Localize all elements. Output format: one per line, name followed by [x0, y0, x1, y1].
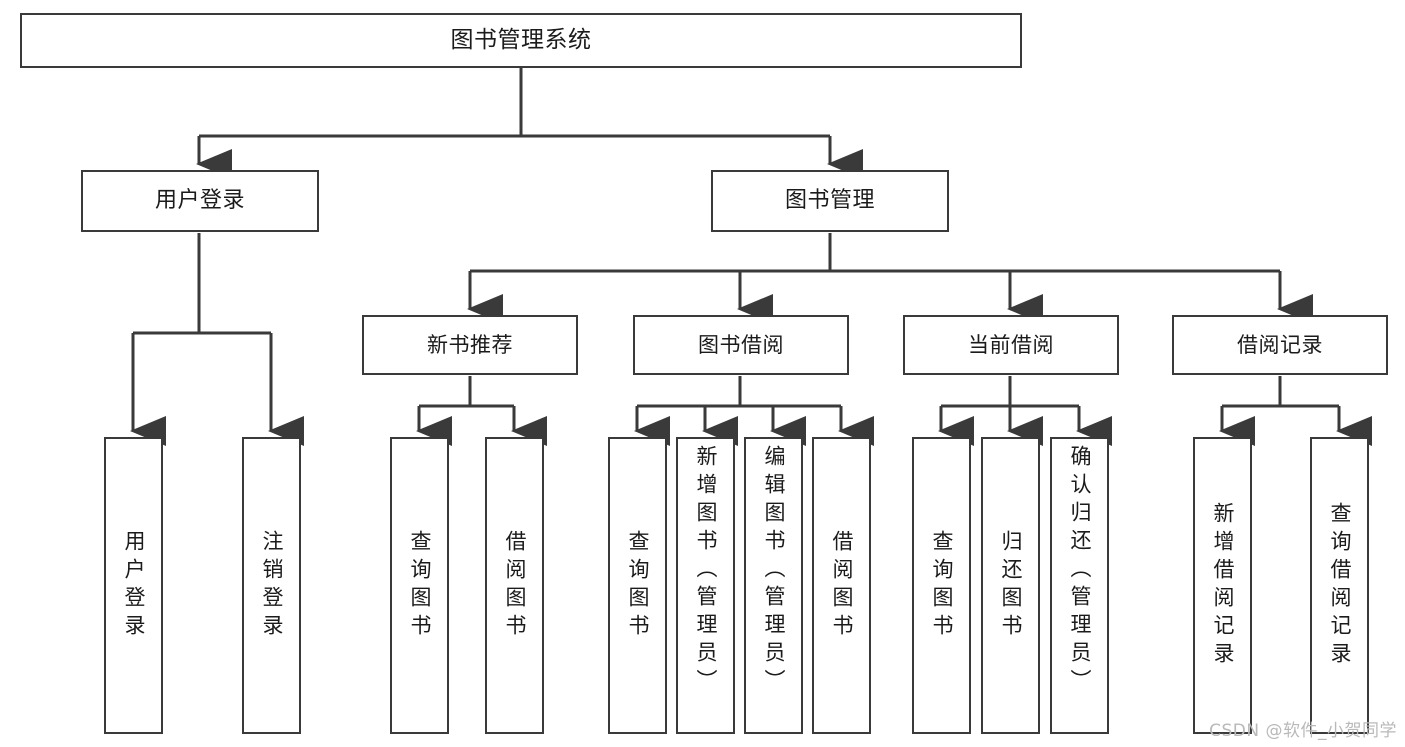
watermark: CSDN @软件_小贺同学	[1209, 721, 1397, 741]
leaf-confirm-return-admin[interactable]: 确认归还（管理员）	[1050, 437, 1109, 734]
leaf-add-book-admin-label: 新增图书（管理员）	[694, 445, 718, 697]
node-borrow-record[interactable]: 借阅记录	[1172, 315, 1388, 375]
node-book-management-label: 图书管理	[784, 188, 875, 214]
node-borrow-record-label: 借阅记录	[1237, 332, 1323, 357]
leaf-recommend-query-book[interactable]: 查询图书	[390, 437, 449, 734]
leaf-borrow-query-book[interactable]: 查询图书	[608, 437, 667, 734]
leaf-add-borrow-record[interactable]: 新增借阅记录	[1193, 437, 1252, 734]
node-current-borrow-label: 当前借阅	[968, 332, 1054, 357]
leaf-user-login[interactable]: 用户登录	[104, 437, 163, 734]
leaf-query-borrow-record-label: 查询借阅记录	[1328, 501, 1352, 670]
leaf-confirm-return-admin-label: 确认归还（管理员）	[1068, 445, 1092, 697]
node-root-label: 图书管理系统	[450, 26, 592, 53]
leaf-recommend-query-book-label: 查询图书	[408, 529, 432, 642]
node-new-book-recommend[interactable]: 新书推荐	[362, 315, 578, 375]
leaf-query-borrow-record[interactable]: 查询借阅记录	[1310, 437, 1369, 734]
leaf-add-book-admin[interactable]: 新增图书（管理员）	[676, 437, 735, 734]
leaf-edit-book-admin[interactable]: 编辑图书（管理员）	[744, 437, 803, 734]
node-new-book-recommend-label: 新书推荐	[427, 332, 513, 357]
leaf-current-query-book[interactable]: 查询图书	[912, 437, 971, 734]
node-book-management[interactable]: 图书管理	[711, 170, 949, 232]
leaf-return-book-label: 归还图书	[999, 529, 1023, 642]
leaf-user-login-label: 用户登录	[122, 529, 146, 642]
node-user-login-label: 用户登录	[154, 188, 245, 214]
leaf-return-book[interactable]: 归还图书	[981, 437, 1040, 734]
node-user-login[interactable]: 用户登录	[81, 170, 319, 232]
leaf-logout[interactable]: 注销登录	[242, 437, 301, 734]
leaf-current-query-book-label: 查询图书	[930, 529, 954, 642]
node-current-borrow[interactable]: 当前借阅	[903, 315, 1119, 375]
node-book-borrow[interactable]: 图书借阅	[633, 315, 849, 375]
node-book-borrow-label: 图书借阅	[698, 332, 784, 357]
leaf-borrow-book[interactable]: 借阅图书	[812, 437, 871, 734]
leaf-recommend-borrow-book[interactable]: 借阅图书	[485, 437, 544, 734]
leaf-recommend-borrow-book-label: 借阅图书	[503, 529, 527, 642]
leaf-borrow-book-label: 借阅图书	[830, 529, 854, 642]
leaf-borrow-query-book-label: 查询图书	[626, 529, 650, 642]
leaf-logout-label: 注销登录	[260, 529, 284, 642]
node-root[interactable]: 图书管理系统	[20, 13, 1022, 68]
leaf-add-borrow-record-label: 新增借阅记录	[1211, 501, 1235, 670]
leaf-edit-book-admin-label: 编辑图书（管理员）	[762, 445, 786, 697]
